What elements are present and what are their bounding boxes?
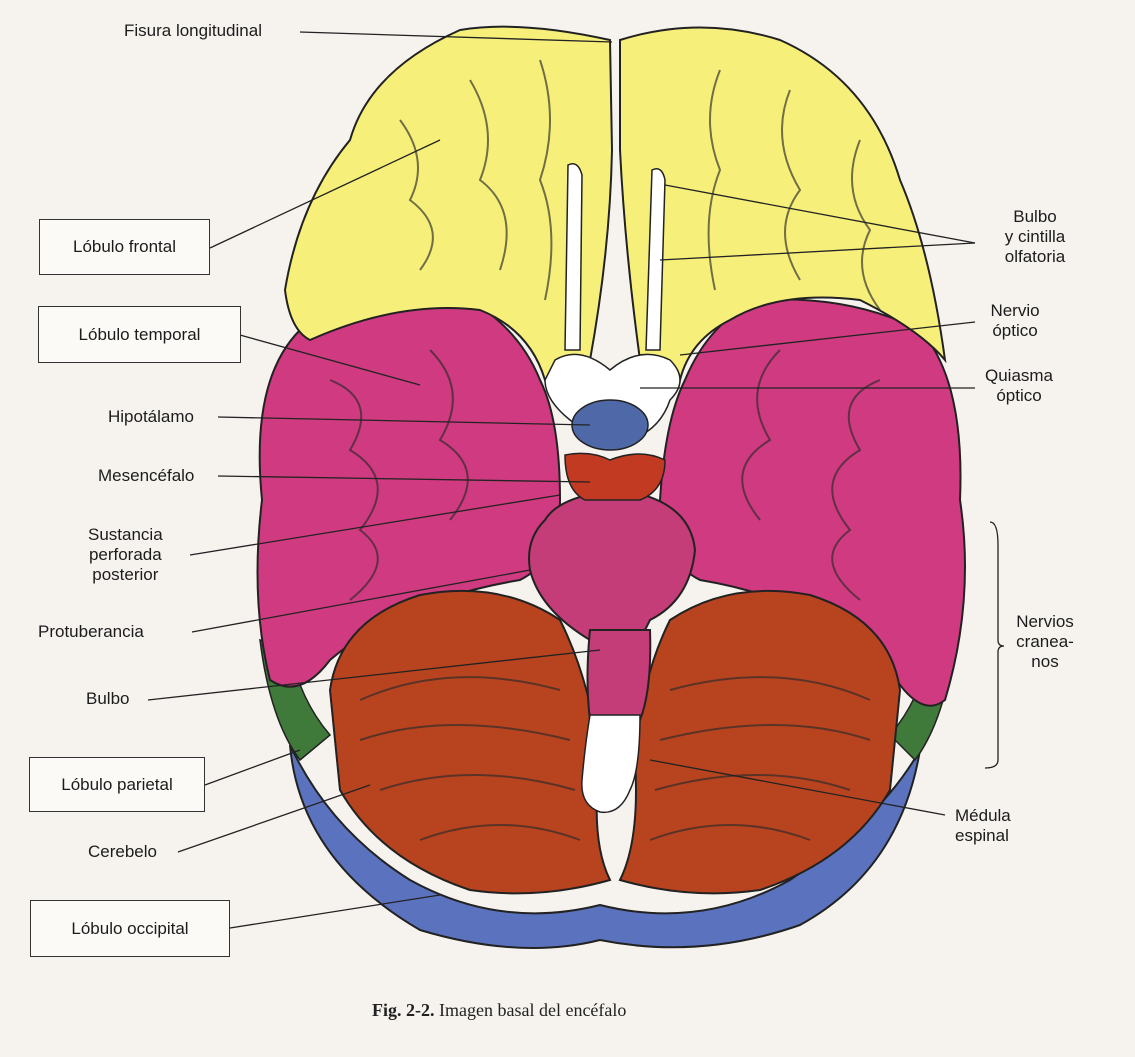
olfactory-tract-right <box>645 168 666 351</box>
label-cerebelo: Cerebelo <box>88 842 157 861</box>
sulci <box>329 59 881 841</box>
brain-diagram: .fill-frontal { fill: #f6f07a; stroke: #… <box>147 25 1005 949</box>
label-nervios-craneanos: Nervios cranea- nos <box>1005 612 1085 672</box>
label-nervios-3: nos <box>1031 652 1059 671</box>
label-nervio-2: óptico <box>992 321 1038 340</box>
caption-text: Imagen basal del encéfalo <box>439 1000 627 1020</box>
label-nervio-optico: Nervio óptico <box>980 301 1050 341</box>
label-nervio-1: Nervio <box>990 301 1040 320</box>
label-lobulo-occipital: Lóbulo occipital <box>71 918 189 938</box>
figure-caption: Fig. 2-2. Imagen basal del encéfalo <box>372 1000 626 1021</box>
label-protuberancia: Protuberancia <box>38 622 144 641</box>
label-hipotalamo: Hipotálamo <box>108 407 194 426</box>
label-bulbo: Bulbo <box>86 689 130 708</box>
box-lobulo-frontal: Lóbulo frontal <box>39 219 210 275</box>
label-bulbo-olf-1: Bulbo <box>1013 207 1057 226</box>
label-sustancia-1: Sustancia <box>88 525 163 544</box>
label-sustancia-perforada: Sustancia perforada posterior <box>88 525 163 585</box>
label-medula-espinal: Médula espinal <box>955 806 1035 846</box>
label-quiasma-optico: Quiasma óptico <box>978 366 1060 406</box>
label-nervios-1: Nervios <box>1016 612 1074 631</box>
box-lobulo-parietal: Lóbulo parietal <box>29 757 205 812</box>
label-sustancia-2: perforada <box>88 545 162 564</box>
mesencephalon <box>564 452 666 501</box>
olfactory-tract-left <box>564 163 583 351</box>
spinal-cord <box>581 714 641 814</box>
label-fisura-longitudinal: Fisura longitudinal <box>124 21 262 40</box>
label-bulbo-olf-2: y cintilla <box>1004 227 1066 246</box>
caption-number: Fig. 2-2. <box>372 1000 435 1020</box>
leader-lines <box>147 31 1005 929</box>
label-sustancia-3: posterior <box>92 565 159 584</box>
label-medula-2: espinal <box>955 826 1009 845</box>
label-mesencefalo: Mesencéfalo <box>98 466 195 485</box>
box-lobulo-occipital: Lóbulo occipital <box>30 900 230 957</box>
label-quiasma-1: Quiasma <box>984 366 1054 385</box>
label-lobulo-temporal: Lóbulo temporal <box>78 324 201 344</box>
cerebellum-left <box>328 589 612 895</box>
box-lobulo-temporal: Lóbulo temporal <box>38 306 241 363</box>
occipital-lobe <box>289 744 921 949</box>
label-quiasma-2: óptico <box>996 386 1042 405</box>
label-bulbo-olf-3: olfatoria <box>1004 247 1066 266</box>
medulla <box>586 629 652 721</box>
label-medula-1: Médula <box>955 806 1011 825</box>
label-lobulo-parietal: Lóbulo parietal <box>61 774 173 794</box>
label-bulbo-olfatorio: Bulbo y cintilla olfatoria <box>980 207 1090 267</box>
label-lobulo-frontal: Lóbulo frontal <box>72 237 177 256</box>
label-nervios-2: cranea- <box>1016 632 1074 651</box>
